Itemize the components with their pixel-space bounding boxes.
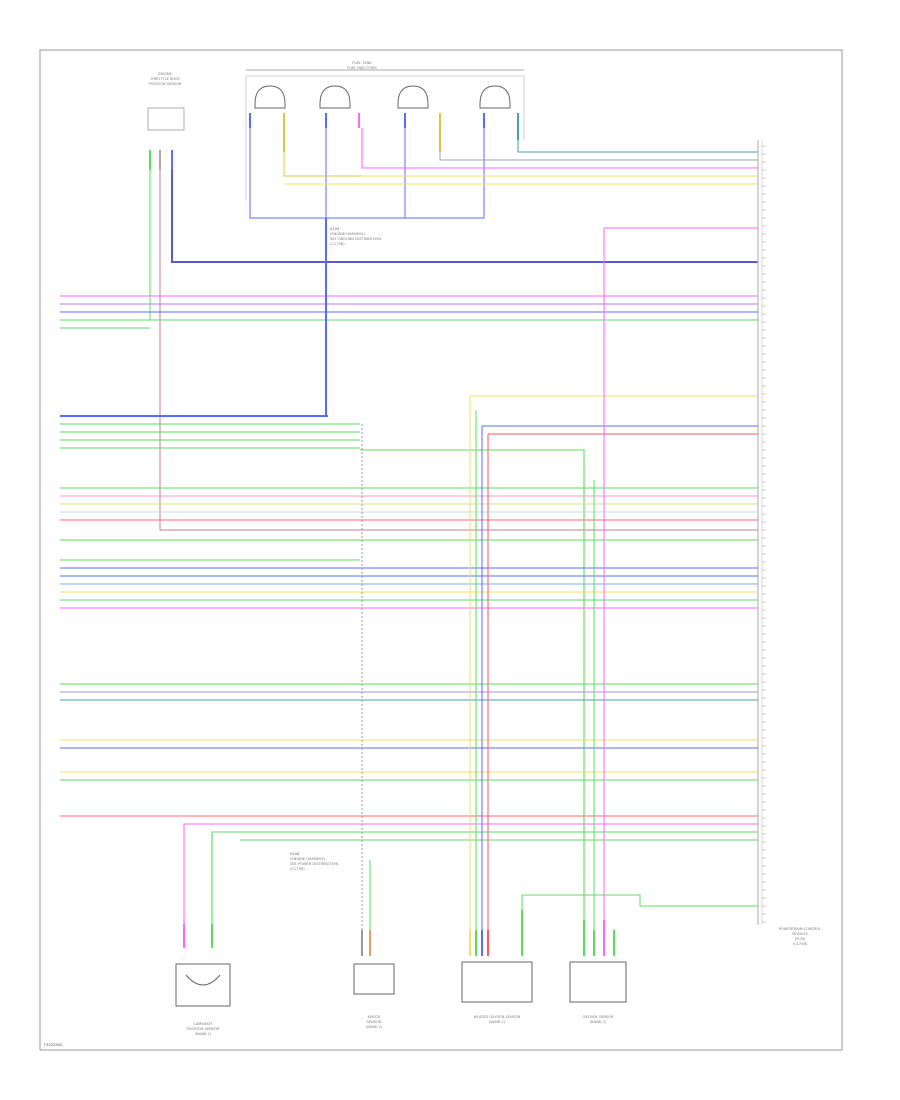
pcm-label-1: POWERTRAIN CONTROL (779, 927, 822, 931)
o2-sensor-1-label-1: HEATED OXYGEN SENSOR (474, 1015, 521, 1019)
throttle-position-sensor: ENGINE THROTTLE BODY POSITION SENSOR (147, 72, 185, 170)
injector-1 (249, 85, 286, 152)
fuel-tank-label: FUEL TANK (352, 61, 372, 65)
pcm-pin-ticks (762, 145, 766, 923)
splice-s103-line4: (C175B) (330, 242, 345, 246)
harness-wires (60, 295, 758, 924)
injector-wires (249, 128, 758, 219)
camshaft-sensor-label-3: (BANK 2) (195, 1032, 212, 1036)
o2-sensor-2-label-2: (BANK 2) (590, 1020, 607, 1024)
o2-sensor-1-label-2: (BANK 2) (489, 1020, 506, 1024)
knock-sensor: KNOCK SENSOR (BANK 2) (353, 930, 395, 1029)
fuel-injectors-label: FUEL INJECTORS (347, 66, 377, 70)
o2-sensor-2-label-1: OXYGEN SENSOR (583, 1015, 614, 1019)
splice-s103-line2: (ENGINE HARNESS) (330, 232, 365, 236)
injector-2 (319, 85, 360, 128)
camshaft-sensor-label-2: POSITION SENSOR (186, 1027, 220, 1031)
splice-s103-line3: SEE GROUND DISTRIBUTION (330, 237, 381, 241)
camshaft-position-sensor: CAMSHAFT POSITION SENSOR (BANK 2) (175, 924, 231, 1036)
splice-s104-label: S104 (290, 852, 300, 856)
knock-sensor-label-3: (BANK 2) (366, 1025, 383, 1029)
splice-s104-line4: (C175B) (290, 867, 305, 871)
knock-sensor-label-1: KNOCK (368, 1015, 381, 1019)
pcm-label-2: MODULE (792, 932, 808, 936)
pcm-label-4: (C175B) (793, 942, 808, 946)
fuel-injector-group: FUEL TANK FUEL INJECTORS (245, 61, 525, 200)
splice-s104-line2: (ENGINE HARNESS) (290, 857, 325, 861)
splice-s103-label: S103 (330, 227, 339, 231)
pcm-label-3: (PCM) (795, 937, 806, 941)
knock-sensor-label-2: SENSOR (367, 1020, 382, 1024)
injector-3 (397, 85, 441, 152)
splice-verticals (325, 218, 758, 930)
diagram-frame (39, 49, 843, 1051)
splice-s104-line3: SEE POWER DISTRIBUTION (290, 862, 338, 866)
throttle-sensor-wires (149, 170, 758, 531)
heated-oxygen-sensor-1: HEATED OXYGEN SENSOR (BANK 2) (461, 910, 533, 1024)
diagram-code: F32ZZ000 (44, 1043, 63, 1047)
camshaft-sensor-label-1: CAMSHAFT (193, 1022, 214, 1026)
throttle-sensor-label-2: THROTTLE BODY (149, 77, 181, 81)
injector-4 (479, 85, 519, 140)
oxygen-sensor-2: OXYGEN SENSOR (BANK 2) (569, 920, 627, 1024)
throttle-sensor-label-1: ENGINE (158, 72, 172, 76)
pcm-connector: POWERTRAIN CONTROL MODULE (PCM) (C175B) (757, 140, 822, 946)
throttle-sensor-label-3: POSITION SENSOR (148, 82, 182, 86)
